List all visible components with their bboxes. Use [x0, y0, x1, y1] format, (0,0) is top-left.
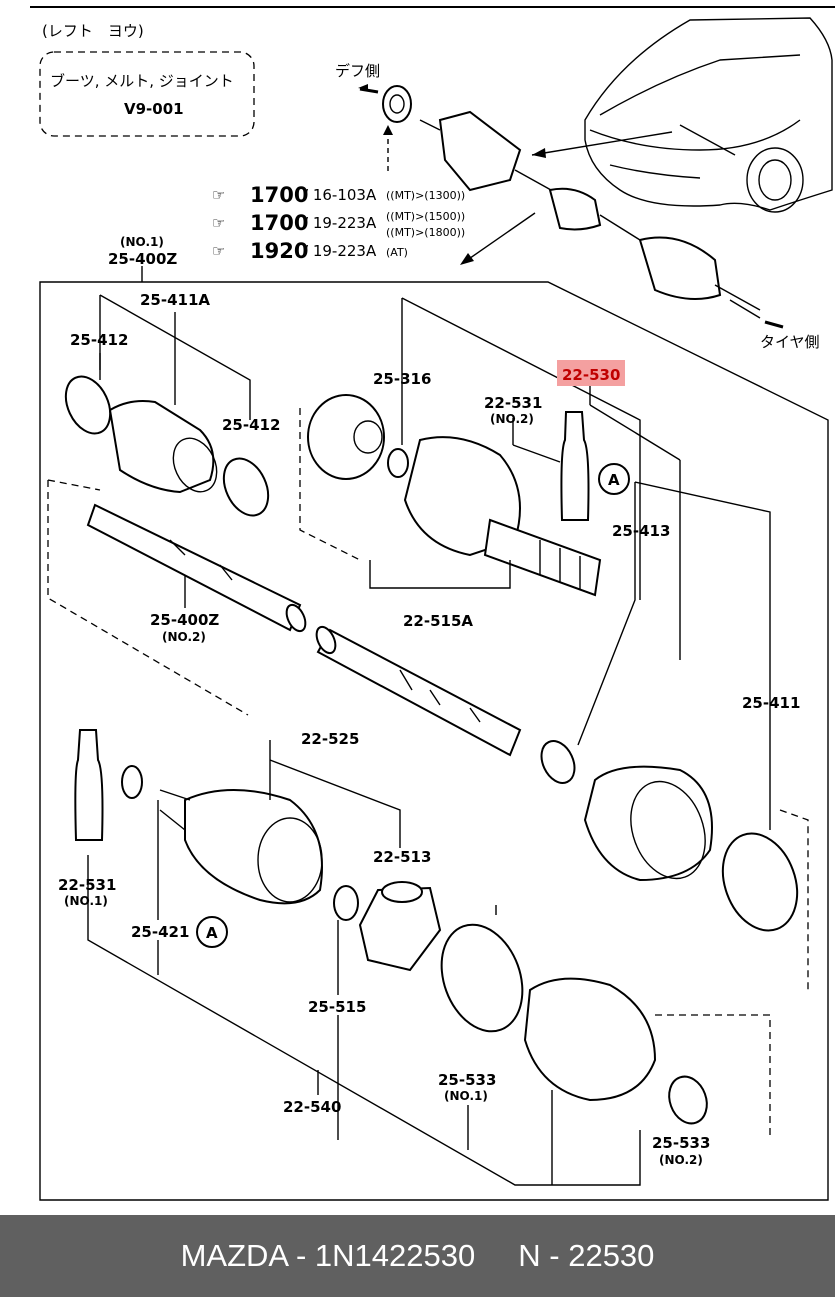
label-25-533-no1-a: 25-533: [438, 1071, 496, 1089]
label-25-411a: 25-411A: [140, 291, 210, 309]
ref-row-2: ☞ 1700 / 19-223A ((MT)>(1500)) ((MT)>(18…: [212, 210, 465, 239]
label-22-531-no1-a: 22-531: [58, 876, 116, 894]
ref-row-3: ☞ 1920 / 19-223A (AT): [212, 239, 408, 263]
note-text: ブーツ, メルト, ジョイント: [50, 72, 234, 90]
ref-row-1: ☞ 1700 / 16-103A ((MT)>(1300)): [212, 183, 465, 207]
ref-list: ☞ 1700 / 16-103A ((MT)>(1300)) ☞ 1700 / …: [212, 183, 465, 263]
boot-lower: [440, 905, 771, 1140]
label-25-400z-no2-a: 25-400Z: [150, 611, 219, 629]
ref-3-cond: (AT): [386, 246, 408, 259]
label-25-400z-no1-a: (NO.1): [120, 235, 164, 249]
ref-arrow-icon: ☞: [212, 214, 225, 232]
footer-bar: MAZDA - 1N1422530 N - 22530: [0, 1215, 835, 1297]
label-25-515: 25-515: [308, 998, 366, 1016]
inner-joint-525: [74, 729, 442, 972]
label-22-530: 22-530: [562, 366, 620, 384]
tire-side-label: タイヤ側: [760, 333, 820, 351]
label-25-400z-no2-b: (NO.2): [162, 630, 206, 644]
ref-2-cond: ((MT)>(1500)): [386, 210, 465, 223]
label-25-413: 25-413: [612, 522, 670, 540]
ref-3-num: 1920: [250, 239, 308, 263]
ref-2-cond2: ((MT)>(1800)): [386, 226, 465, 239]
label-25-400z-no1-b: 25-400Z: [108, 250, 177, 268]
label-22-531-no1-b: (NO.1): [64, 894, 108, 908]
parts-diagram: (レフト ヨウ) ブーツ, メルト, ジョイント V9-001 デフ側 タイヤ側: [30, 6, 835, 1201]
note-box: [39, 51, 255, 137]
label-22-525: 22-525: [301, 730, 359, 748]
marker-a-top: A: [598, 463, 630, 495]
assembly-frame: [39, 281, 829, 1201]
highlight-box: [557, 360, 625, 386]
label-25-316: 25-316: [373, 370, 431, 388]
shaft-lower: [315, 625, 522, 757]
marker-a-bottom: A: [196, 916, 228, 948]
label-25-533-no2-a: 25-533: [652, 1134, 710, 1152]
label-25-421: 25-421: [131, 923, 189, 941]
label-25-411: 25-411: [742, 694, 800, 712]
ref-1-text: / 16-103A: [303, 186, 377, 204]
parts-diagram-svg: (レフト ヨウ) ブーツ, メルト, ジョイント V9-001 デフ側 タイヤ側: [30, 6, 835, 1201]
diff-side-label: デフ側: [335, 62, 380, 80]
boot-kit-411a: [64, 294, 270, 517]
ref-arrow-icon: ☞: [212, 242, 225, 260]
ref-arrow-icon: ☞: [212, 186, 225, 204]
label-25-412-a: 25-412: [70, 331, 128, 349]
label-22-531-no2-b: (NO.2): [490, 412, 534, 426]
ref-3-text: / 19-223A: [303, 242, 377, 260]
label-22-513: 22-513: [373, 848, 431, 866]
label-22-540: 22-540: [283, 1098, 341, 1116]
boot-411: [540, 481, 809, 990]
label-25-412-b: 25-412: [222, 416, 280, 434]
ref-1-num: 1700: [250, 183, 308, 207]
svg-text:A: A: [206, 924, 218, 942]
shaft-no2: [47, 479, 307, 716]
ref-1-cond: ((MT)>(1300)): [386, 189, 465, 202]
svg-text:A: A: [608, 471, 620, 489]
note-code: V9-001: [124, 100, 184, 118]
outer-joint-515a: [299, 297, 641, 600]
footer-text: MAZDA - 1N1422530 N - 22530: [180, 1238, 655, 1273]
ref-2-text: / 19-223A: [303, 214, 377, 232]
drive-shaft-overview: [382, 85, 761, 319]
label-22-515a: 22-515A: [403, 612, 473, 630]
side-title: (レフト ヨウ): [42, 22, 144, 40]
label-25-533-no1-b: (NO.1): [444, 1089, 488, 1103]
grease-tube-no2: [512, 411, 590, 521]
label-25-533-no2-b: (NO.2): [659, 1153, 703, 1167]
label-22-531-no2-a: 22-531: [484, 394, 542, 412]
ref-2-num: 1700: [250, 211, 308, 235]
